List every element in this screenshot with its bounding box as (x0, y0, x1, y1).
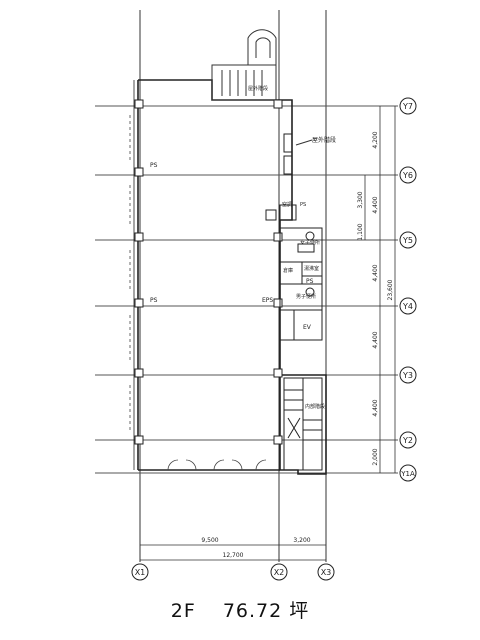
grid-label-y4: Y4 (402, 302, 413, 311)
door-swings-bottom (167, 459, 267, 471)
building-outline (133, 79, 327, 475)
grid-label-x2: X2 (274, 568, 285, 577)
grid-label-x3: X3 (321, 568, 332, 577)
floor-label: 2F (170, 600, 196, 622)
label-ac: 空調 (282, 201, 292, 208)
dim-lines-right (364, 106, 396, 473)
floor-caption: 2F 76.72 坪 (0, 596, 480, 623)
dim-right-6: 2,000 (372, 448, 379, 465)
grid-label-y6: Y6 (402, 171, 413, 180)
label-eps: EPS (262, 297, 273, 304)
label-women-wc: 女子便所 (300, 239, 320, 246)
grid-bubbles-x (131, 563, 335, 581)
dim-bottom-span-2: 3,200 (293, 537, 310, 544)
label-outdoor-stair: 屋外階段 (248, 85, 268, 92)
grid-label-y3: Y3 (402, 371, 413, 380)
grid-label-y1a: Y1A (400, 470, 415, 478)
dim-right-inner-2: 1,100 (357, 223, 364, 240)
grid-label-x1: X1 (135, 568, 146, 577)
grid-label-y2: Y2 (402, 436, 413, 445)
label-ps-core: PS (306, 278, 314, 285)
dim-right-1: 4,200 (372, 131, 379, 148)
label-kitchen: 湯沸室 (304, 265, 319, 272)
core-rooms (265, 133, 323, 341)
dim-right-5: 4,400 (372, 196, 379, 213)
columns (134, 99, 283, 445)
dim-total-right: 23,600 (387, 279, 394, 300)
leader-line (295, 139, 313, 146)
dim-lines-bottom (140, 544, 326, 561)
label-ps-1: PS (150, 162, 158, 169)
label-stair-bottom: 内部階段 (305, 403, 325, 410)
label-stair-top: 屋外階段 (312, 136, 336, 144)
dim-right-2: 4,400 (372, 264, 379, 281)
internal-stair (283, 377, 323, 471)
dim-right-3: 4,400 (372, 331, 379, 348)
dim-bottom-total: 12,700 (223, 552, 244, 559)
dim-right-inner-1: 3,300 (357, 191, 364, 208)
grid-label-y5: Y5 (402, 236, 413, 245)
label-ev: EV (303, 324, 312, 331)
floor-area: 76.72 坪 (222, 600, 310, 622)
label-ps-small: PS (300, 202, 306, 208)
dim-bottom-span-1: 9,500 (201, 537, 218, 544)
grid-label-y7: Y7 (402, 102, 413, 111)
dim-right-4: 4,400 (372, 399, 379, 416)
grid-bubbles-y (399, 97, 417, 482)
grid-lines-vertical (139, 10, 327, 562)
grid-lines-horizontal (95, 105, 398, 474)
label-storage: 倉庫 (283, 267, 293, 274)
label-men-wc: 男子便所 (296, 293, 316, 300)
outdoor-stair (211, 29, 277, 101)
label-ps-2: PS (150, 297, 158, 304)
